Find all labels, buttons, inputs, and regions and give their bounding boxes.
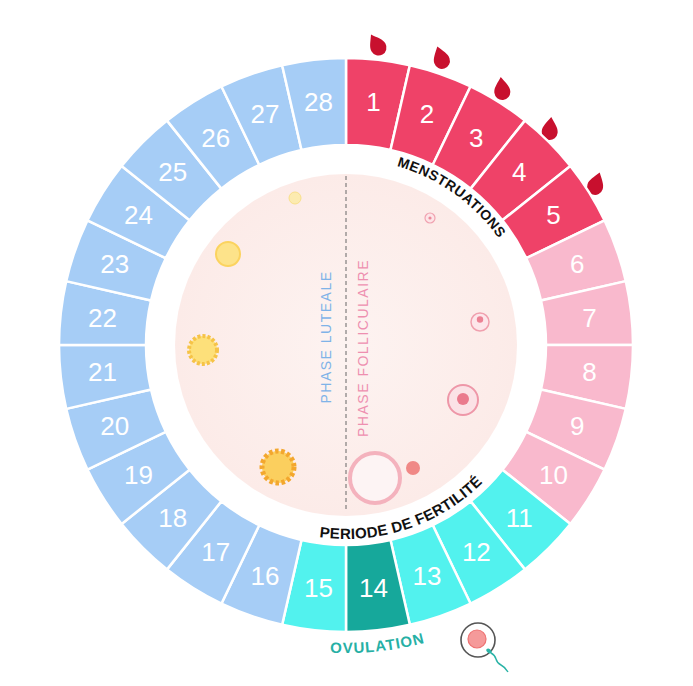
day-number: 27 (251, 101, 280, 127)
phase-divider (346, 176, 347, 512)
ovulation-label: OVULATION (330, 629, 426, 656)
follicle-medium (471, 313, 489, 331)
day-number: 1 (366, 89, 380, 115)
phase-label: PHASE FOLLICULAIRE (356, 259, 370, 437)
day-segment: 21 (57, 343, 154, 411)
inner-disk (175, 174, 517, 516)
day-number: 14 (359, 575, 388, 601)
day-number: 24 (124, 202, 153, 228)
day-number: 17 (201, 539, 230, 565)
day-segment: 7 (538, 279, 635, 347)
day-number: 18 (158, 505, 187, 531)
segment-wedge (346, 540, 410, 632)
fertilization-icon (461, 623, 508, 672)
period-title: PERIODE DE FERTILITÉ (319, 472, 485, 542)
day-number: 26 (201, 125, 230, 151)
day-number: 15 (304, 575, 333, 601)
day-number: 25 (158, 159, 187, 185)
day-number: 20 (100, 413, 129, 439)
day-number: 23 (100, 251, 129, 277)
corpus-luteum (289, 192, 301, 204)
day-number: 16 (251, 563, 280, 589)
corpus-luteum (262, 451, 294, 483)
day-number: 5 (546, 202, 560, 228)
day-number: 12 (462, 539, 491, 565)
follicle-large (448, 385, 478, 415)
day-segment: 14 (344, 537, 412, 634)
day-number: 9 (570, 413, 584, 439)
follicle-small (425, 213, 435, 223)
day-number: 28 (304, 89, 333, 115)
day-number: 13 (412, 563, 441, 589)
day-number: 4 (512, 159, 526, 185)
day-number: 8 (582, 359, 596, 385)
day-number: 3 (469, 125, 483, 151)
phase-label: PHASE LUTEALE (319, 270, 333, 403)
day-segment: 28 (280, 56, 348, 153)
day-number: 6 (570, 251, 584, 277)
segment-wedge (59, 345, 151, 409)
day-number: 21 (88, 359, 117, 385)
day-number: 7 (582, 305, 596, 331)
segment-wedge (282, 58, 346, 150)
day-number: 2 (420, 101, 434, 127)
day-number: 11 (506, 505, 533, 531)
segment-wedge (541, 281, 633, 345)
corpus-luteum (189, 336, 217, 364)
day-number: 10 (539, 462, 568, 488)
phase-title: MENSTRUATIONS (396, 154, 509, 241)
ruptured-follicle (350, 453, 420, 503)
corpus-luteum (216, 242, 240, 266)
day-number: 19 (124, 462, 153, 488)
day-number: 22 (88, 305, 117, 331)
